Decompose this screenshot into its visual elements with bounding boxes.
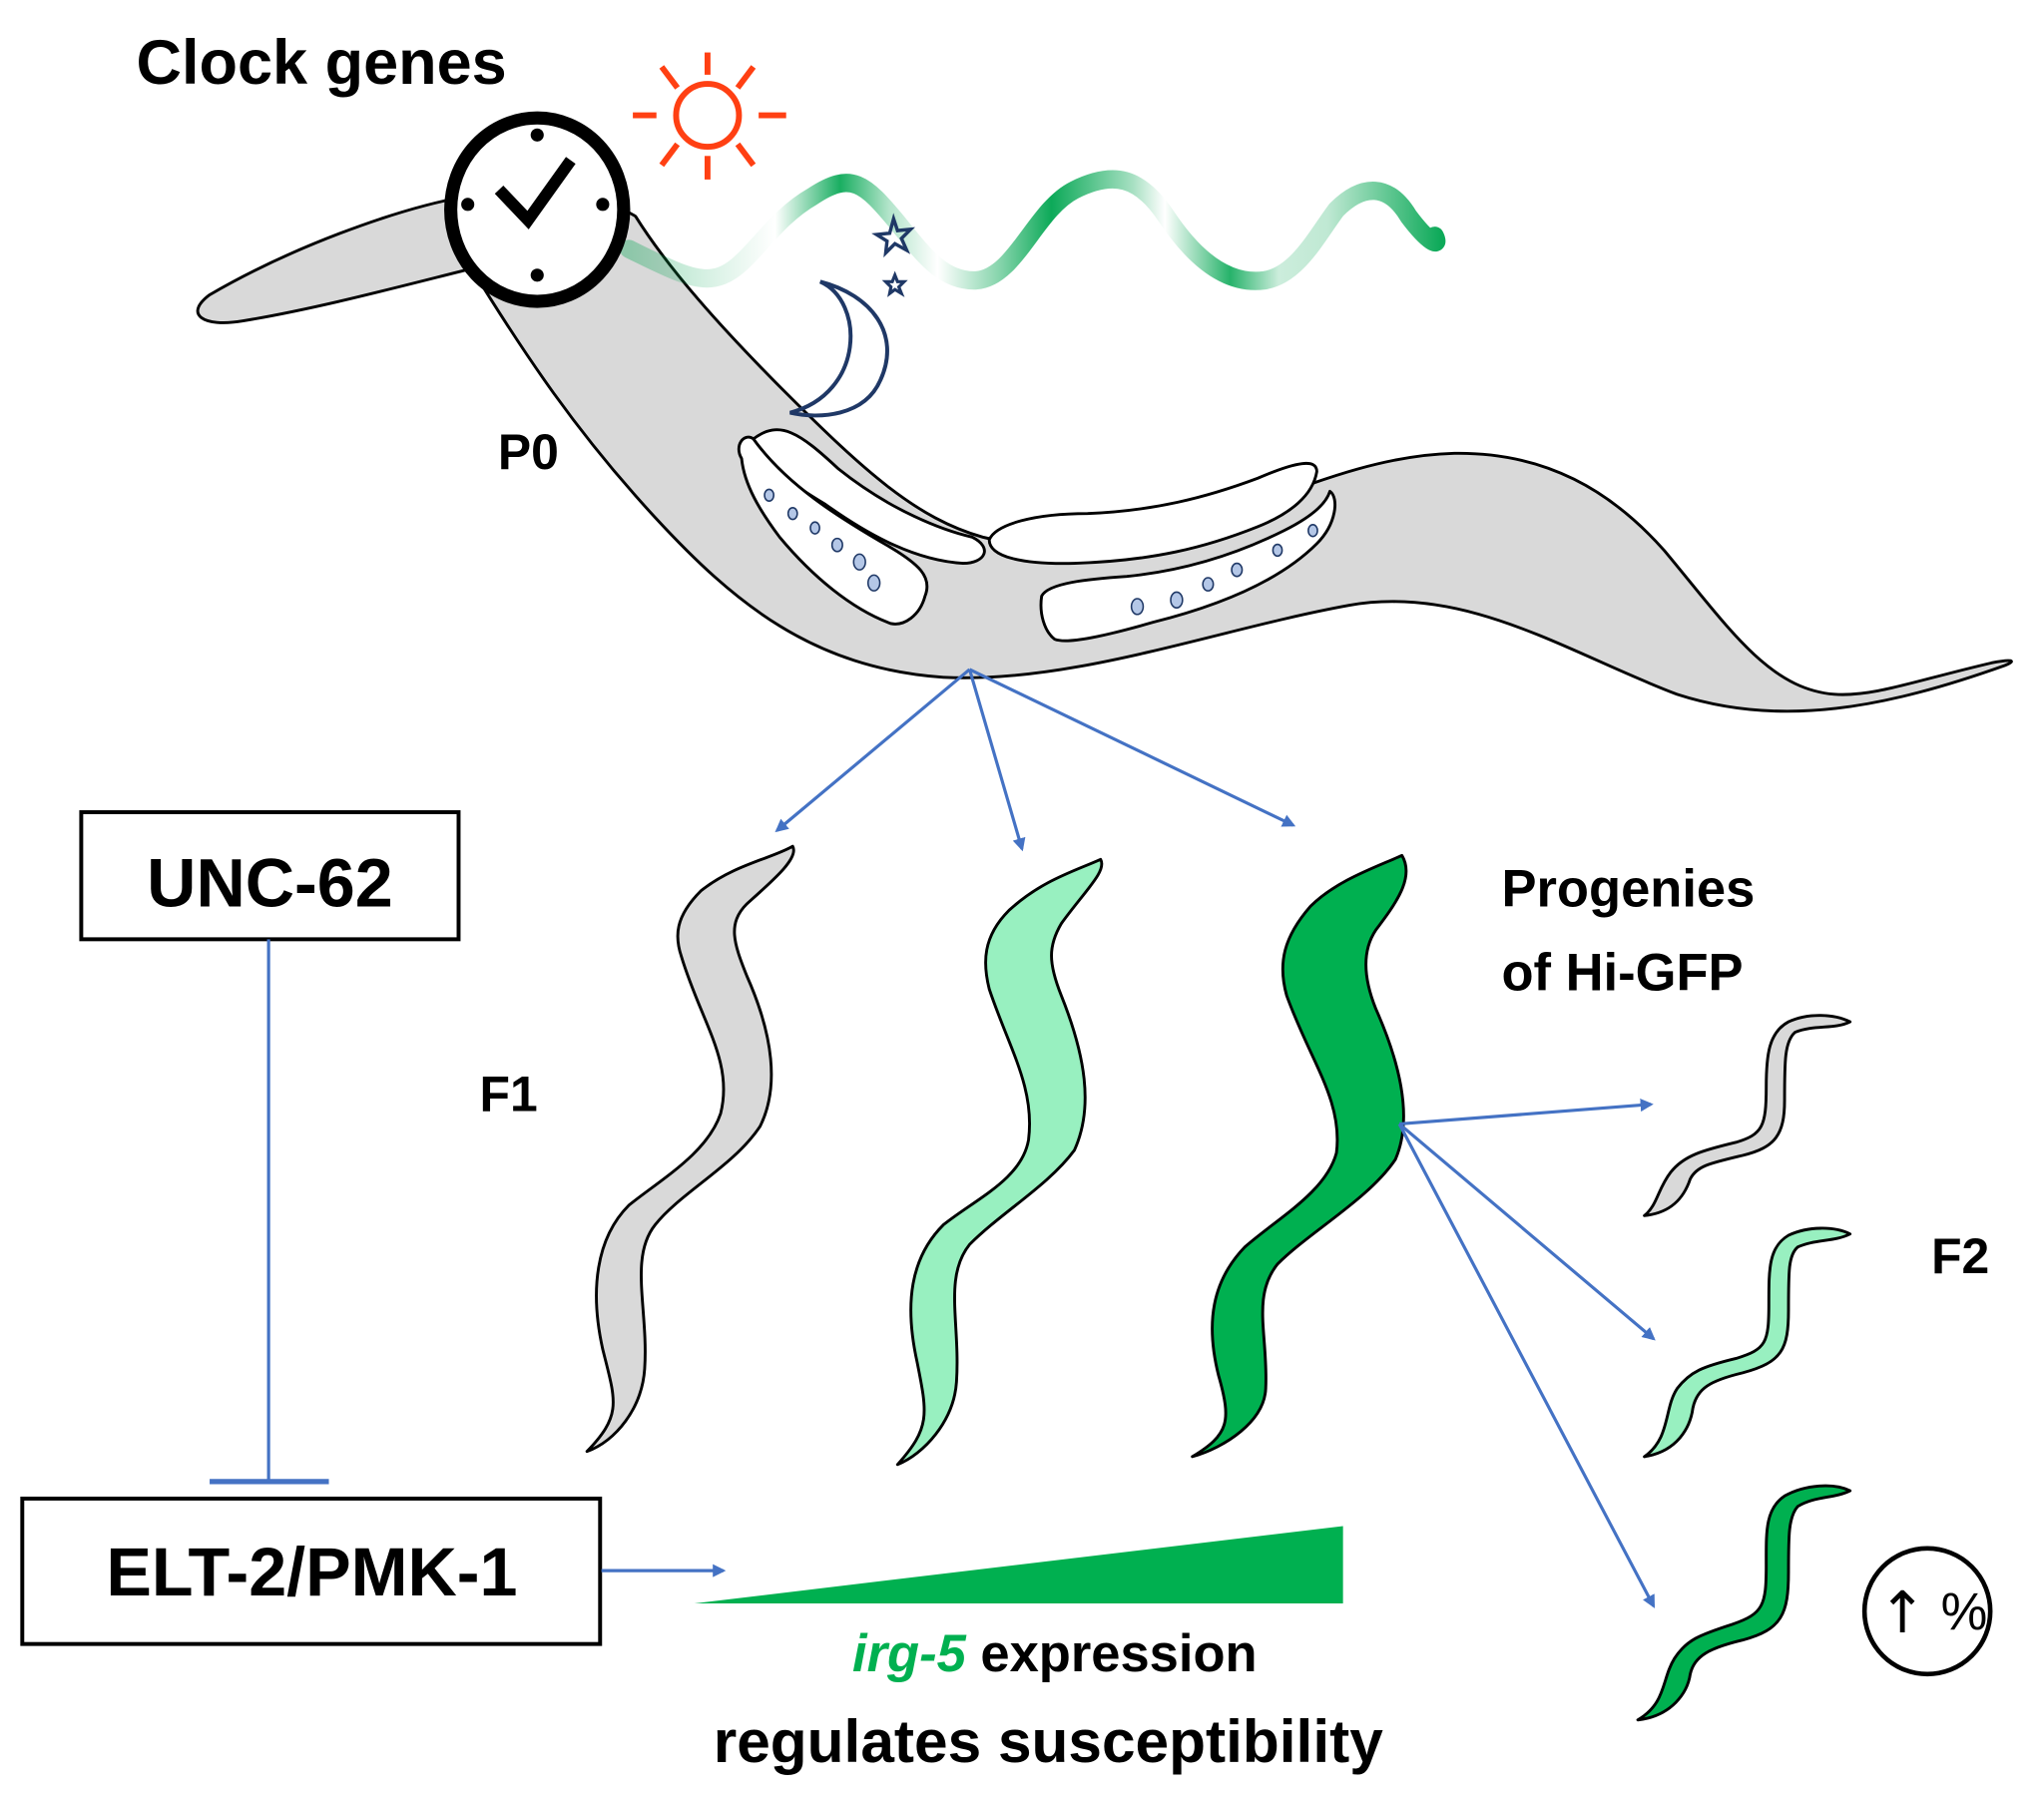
p0-gonad-anterior-body: [737, 435, 929, 626]
clock-icon: [444, 111, 631, 308]
label-progenies-line2: of Hi-GFP: [1501, 944, 1743, 1003]
embryo: [764, 488, 775, 503]
percent-increase-badge: ↑ %: [1861, 1546, 1993, 1677]
f2-worm-dark-green: [1636, 1484, 1852, 1722]
label-f1: F1: [479, 1066, 537, 1122]
embryo: [1202, 577, 1215, 592]
f1-worm-light-green: [895, 857, 1104, 1467]
sun-icon: [633, 52, 786, 180]
p0-to-f1-arrows: [774, 668, 1296, 852]
f2-worm-gray: [1643, 1014, 1852, 1217]
expression-word: expression: [966, 1624, 1258, 1683]
inhibition-connector: [210, 939, 329, 1485]
label-f2: F2: [1931, 1228, 1989, 1284]
f2-worm-light-green: [1643, 1226, 1852, 1459]
star-icon: [881, 270, 908, 297]
embryo: [786, 506, 798, 521]
label-progenies-line1: Progenies: [1501, 860, 1755, 919]
expression-caption-line1: irg-5 expression: [786, 1624, 1296, 1683]
unc62-node: UNC-62: [79, 810, 461, 942]
embryo: [1231, 562, 1244, 578]
percent-sign: %: [1941, 1582, 1988, 1641]
f1-to-f2-arrows: [1397, 1099, 1656, 1608]
arrow-to-f2-gray: [1398, 1099, 1654, 1126]
f1-worm-dark-green: [1191, 853, 1408, 1459]
arrow-to-f1-dark-green: [968, 668, 1296, 827]
arrow-to-f2-dark-green: [1397, 1122, 1656, 1608]
f1-worm-gray: [585, 844, 795, 1454]
gene-name-irg5: irg-5: [852, 1624, 967, 1683]
elt2-pmk1-node: ELT-2/PMK-1: [20, 1496, 603, 1646]
star-icon: [871, 213, 915, 258]
embryo: [809, 521, 820, 535]
embryo: [1272, 543, 1283, 558]
unc62-label: UNC-62: [147, 846, 393, 922]
p0-gonad-posterior: [987, 461, 1318, 566]
elt2-pmk1-label: ELT-2/PMK-1: [106, 1535, 517, 1610]
moon-icon: [789, 279, 889, 418]
circadian-wave: [619, 170, 1446, 290]
embryo: [1130, 598, 1145, 616]
expression-caption-line2: regulates susceptibility: [714, 1707, 1383, 1775]
embryo: [866, 574, 881, 592]
arrow-to-f2-light-green: [1398, 1122, 1656, 1341]
embryo: [830, 537, 843, 553]
title-clock-genes: Clock genes: [137, 28, 507, 98]
p0-embryos: [764, 488, 1318, 616]
embryo: [852, 553, 866, 571]
label-p0: P0: [498, 424, 559, 480]
arrow-to-f1-light-green: [967, 669, 1026, 852]
p0-worm: [196, 190, 2013, 713]
embryo: [1170, 591, 1184, 609]
embryo: [1307, 524, 1318, 538]
arrow-to-f1-gray: [774, 668, 971, 833]
up-arrow-icon: ↑: [1878, 1578, 1926, 1646]
p0-gonad-posterior-body: [1039, 489, 1337, 643]
irg5-expression-wedge: [694, 1526, 1343, 1603]
